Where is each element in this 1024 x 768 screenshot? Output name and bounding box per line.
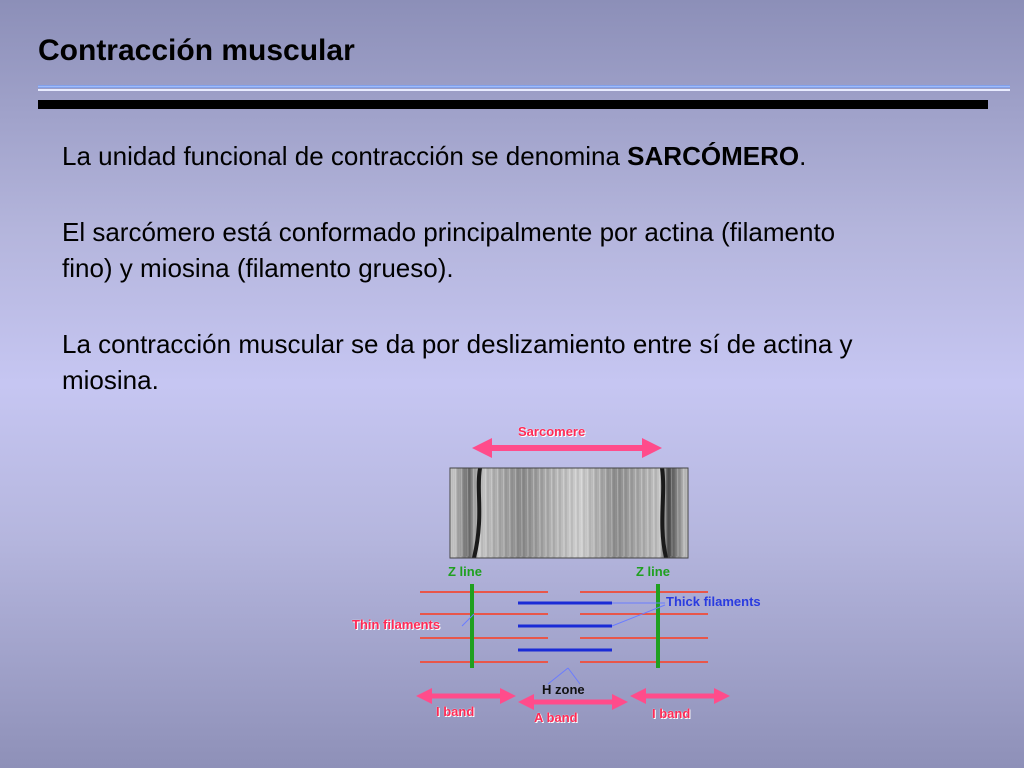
z-line-right-label: Z line xyxy=(636,564,670,579)
i-band-right-arrow xyxy=(630,688,730,704)
title-underline-light xyxy=(38,89,1010,91)
paragraph-1-bold-term: SARCÓMERO xyxy=(627,141,800,171)
slide-title: Contracción muscular xyxy=(38,34,355,67)
z-lines xyxy=(470,584,660,668)
slide-body: La unidad funcional de contracción se de… xyxy=(62,138,882,438)
sarcomere-micrograph xyxy=(449,467,689,559)
i-band-left-arrow xyxy=(416,688,516,704)
paragraph-1-end: . xyxy=(799,141,807,171)
thin-filaments xyxy=(420,591,708,663)
paragraph-sarcomere-composition: El sarcómero está conformado principalme… xyxy=(62,217,836,283)
sarcomere-diagram: Sarcomere Z line Z line Thick filaments … xyxy=(340,416,761,736)
h-zone-label: H zone xyxy=(542,682,585,697)
a-band-label: A band xyxy=(534,710,578,725)
a-band-arrow xyxy=(518,694,628,710)
thick-filaments-label: Thick filaments xyxy=(666,594,761,609)
thin-filaments-label: Thin filaments xyxy=(352,617,441,632)
z-line-left-label: Z line xyxy=(448,564,482,579)
pointer-lines xyxy=(461,602,666,685)
paragraph-1-text: La unidad funcional de contracción se de… xyxy=(62,141,628,171)
sarcomere-diagram-svg xyxy=(416,438,730,710)
sarcomere-arrow xyxy=(472,438,662,458)
paragraph-sarcomere-definition: La unidad funcional de contracción se de… xyxy=(62,138,882,174)
paragraph-contraction-mechanism: La contracción muscular se da por desliz… xyxy=(62,329,853,395)
thick-filaments xyxy=(518,601,612,652)
title-underline-blue xyxy=(38,85,1010,88)
sarcomere-label: Sarcomere xyxy=(518,424,586,439)
title-underline-black xyxy=(38,100,988,109)
i-band-right-label: I band xyxy=(652,706,691,721)
i-band-left-label: I band xyxy=(436,704,475,719)
